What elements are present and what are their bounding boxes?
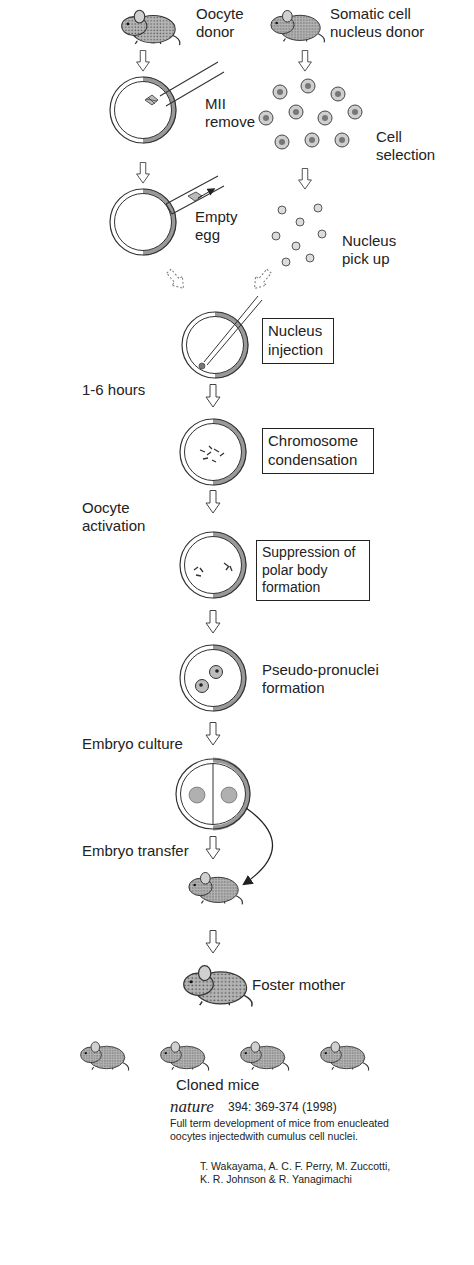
citation-title: Full term development of mice from enucl…	[170, 1117, 398, 1142]
mouse-icon	[161, 1042, 209, 1071]
step-label: Oocyte activation	[82, 499, 162, 535]
oocyte	[180, 419, 246, 485]
mouse-icon	[321, 1042, 369, 1071]
authors: T. Wakayama, A. C. F. Perry, M. Zuccotti…	[200, 1160, 396, 1185]
step-label: Cell selection	[376, 128, 456, 164]
oocyte	[182, 296, 262, 378]
caption-label: Somatic cell nucleus donor	[330, 5, 440, 41]
step-text: Nucleus injection	[268, 322, 328, 360]
step-label: Pseudo-pronuclei formation	[262, 661, 402, 697]
caption-label: Foster mother	[252, 976, 382, 994]
citation: 394: 369-374 (1998)	[228, 1100, 378, 1114]
journal-name: nature	[170, 1097, 230, 1117]
step-label: Embryo culture	[82, 735, 222, 753]
mouse-icon	[81, 1042, 129, 1071]
caption-label: Oocyte donor	[196, 5, 258, 41]
oocyte	[180, 532, 246, 598]
step-box: Nucleus injection	[262, 318, 334, 364]
caption-label: Cloned mice	[176, 1076, 306, 1094]
mouse-icon	[189, 872, 243, 904]
two-cell-embryo	[176, 759, 250, 829]
flow-arrow	[206, 931, 220, 954]
flow-arrow	[137, 162, 150, 183]
step-box: Suppression of polar body formation	[256, 540, 370, 601]
flow-arrow	[206, 837, 220, 860]
flow-arrow	[249, 267, 274, 293]
step-label: Empty egg	[195, 208, 255, 244]
step-box: Chromosome condensation	[262, 428, 374, 474]
step-text: Suppression of polar body formation	[262, 544, 364, 597]
flow-arrow	[206, 723, 220, 746]
mouse-icon	[184, 966, 252, 1007]
time-label: 1-6 hours	[82, 381, 192, 399]
transfer-arrow	[244, 808, 273, 884]
mouse-icon	[271, 10, 325, 42]
nuclei	[272, 204, 326, 266]
mouse-icon	[241, 1042, 289, 1071]
flow-arrow	[137, 50, 150, 71]
mouse-icon	[122, 10, 180, 45]
flow-arrow	[206, 385, 220, 408]
flow-arrow	[299, 50, 312, 71]
step-label: Nucleus pick up	[342, 232, 422, 268]
flow-arrow	[206, 491, 220, 514]
step-text: Chromosome condensation	[268, 432, 368, 470]
step-label: Embryo transfer	[82, 842, 222, 860]
oocyte	[180, 645, 246, 711]
flow-arrow	[299, 168, 312, 189]
somatic-cells	[259, 79, 362, 149]
flow-arrow	[206, 611, 220, 634]
step-label: MII remove	[205, 95, 275, 131]
flow-arrow	[164, 267, 189, 293]
